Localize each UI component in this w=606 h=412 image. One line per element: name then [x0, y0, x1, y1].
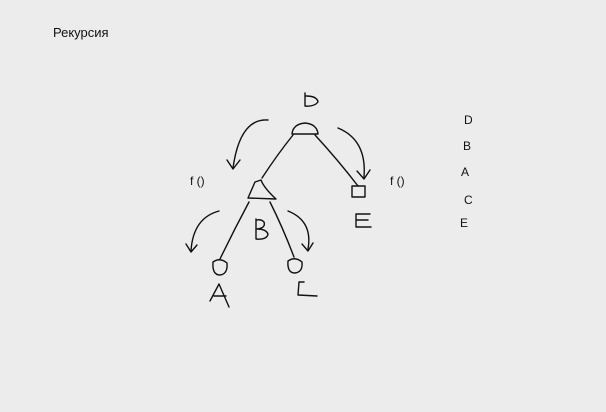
letter-c-stroke [297, 281, 318, 297]
e-node-shape [351, 185, 366, 198]
traversal-order-item: E [460, 216, 469, 230]
arrowhead-right-top [356, 169, 371, 180]
letter-d-stroke [304, 92, 319, 107]
b-node-shape [247, 179, 277, 200]
arrowhead-left-top [226, 159, 241, 170]
root-node-circle [291, 122, 319, 135]
function-call-label-left: f () [190, 174, 205, 188]
arrow-left-top [232, 119, 269, 169]
edge-root-to-b [261, 134, 294, 179]
traversal-order-item: B [463, 139, 472, 153]
arrow-right-top [337, 127, 365, 178]
letter-a-stroke [209, 283, 230, 308]
arrowhead-right-mid [301, 242, 314, 252]
traversal-order-item: C [464, 193, 473, 207]
traversal-order-item: A [461, 165, 470, 179]
edge-root-to-e [314, 134, 359, 187]
c-node-shape [287, 258, 303, 274]
a-node-shape [212, 259, 228, 276]
traversal-order-item: D [464, 113, 473, 127]
arrow-left-mid [190, 210, 220, 252]
function-call-label-right: f () [390, 174, 405, 188]
edge-b-to-a [219, 201, 250, 260]
edge-b-to-c [269, 201, 295, 258]
slide-title: Рекурсия [53, 25, 109, 40]
arrow-right-mid [287, 210, 310, 250]
letter-e-stroke [355, 213, 372, 228]
letter-b-stroke [255, 218, 269, 240]
arrowhead-left-mid [185, 243, 198, 253]
